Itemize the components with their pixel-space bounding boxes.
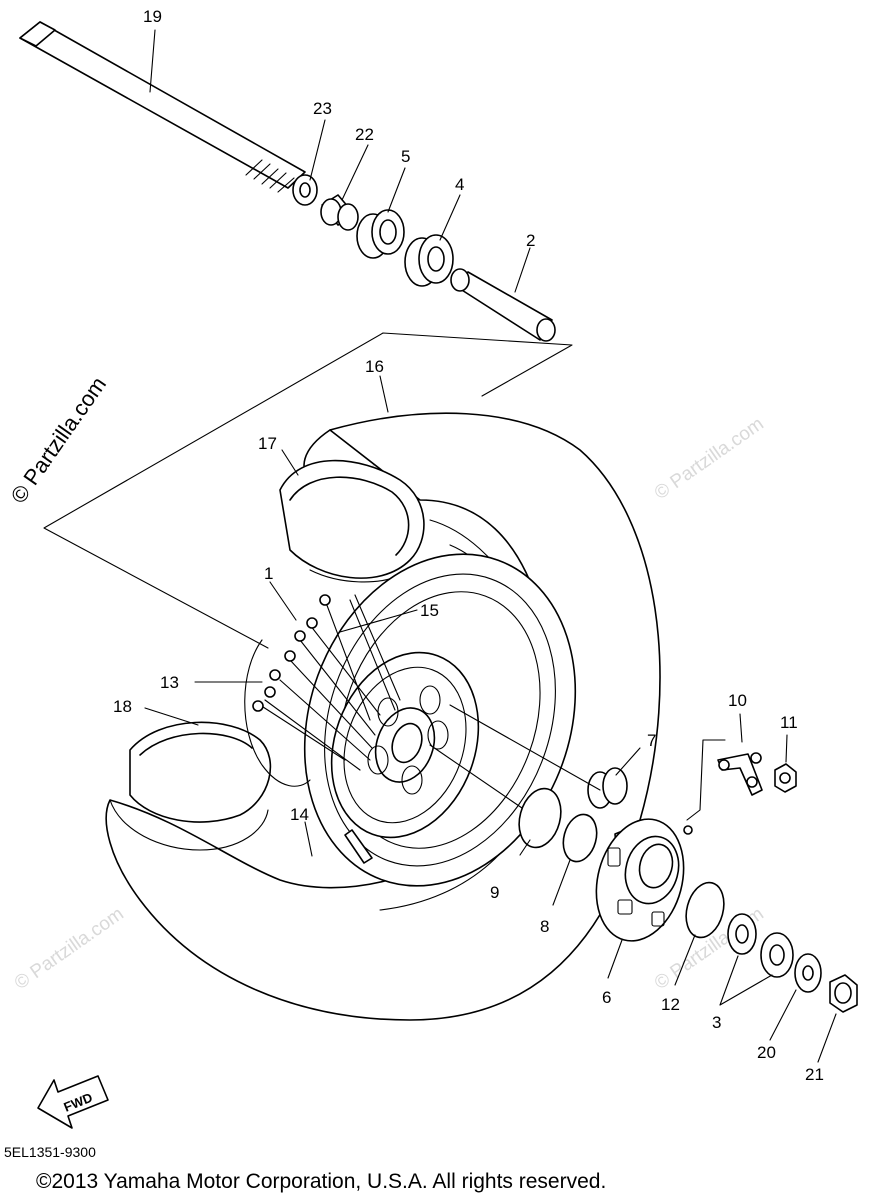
copyright-notice: ©2013 Yamaha Motor Corporation, U.S.A. A…	[36, 1170, 606, 1193]
callout-5: 5	[401, 147, 410, 166]
callout-10: 10	[728, 691, 747, 710]
callout-22: 22	[355, 125, 374, 144]
side-watermark: © Partzilla.com	[6, 372, 112, 508]
spacer	[450, 268, 556, 342]
leader-lines	[144, 29, 837, 1063]
callout-23: 23	[313, 99, 332, 118]
callout-6: 6	[602, 988, 611, 1007]
o-ring-8	[562, 813, 598, 863]
tube-upper	[279, 459, 425, 583]
watermark: © Partzilla.com	[11, 903, 128, 994]
callout-16: 16	[365, 357, 384, 376]
nut-11	[774, 763, 797, 793]
lock-washer	[717, 752, 763, 796]
callout-17: 17	[258, 434, 277, 453]
collar	[320, 194, 359, 231]
callout-21: 21	[805, 1065, 824, 1084]
washer-20	[794, 953, 822, 993]
callout-19: 19	[143, 7, 162, 26]
group-bracket	[43, 332, 573, 649]
callout-2: 2	[526, 231, 535, 250]
o-ring-9	[518, 787, 562, 849]
callout-15: 15	[420, 601, 439, 620]
callout-20: 20	[757, 1043, 776, 1062]
drawing-code: 5EL1351-9300	[4, 1144, 96, 1160]
callout-14: 14	[290, 805, 309, 824]
bearing-3	[727, 913, 794, 978]
bearing	[404, 234, 454, 287]
wheel-assembly	[244, 553, 577, 887]
bracket-10	[686, 739, 726, 821]
callout-12: 12	[661, 995, 680, 1014]
callout-13: 13	[160, 673, 179, 692]
watermark: © Partzilla.com	[651, 413, 768, 504]
o-ring-12	[685, 881, 725, 939]
callout-1: 1	[264, 564, 273, 583]
callout-3: 3	[712, 1013, 721, 1032]
callout-9: 9	[490, 883, 499, 902]
hub-plate	[595, 818, 693, 942]
callout-4: 4	[455, 175, 464, 194]
callout-18: 18	[113, 697, 132, 716]
callouts: 19 23 22 5 4 2 16 17 1 15 13 18 14 7 10 …	[113, 7, 824, 1084]
collar-washer	[292, 174, 318, 206]
oil-seal	[356, 209, 405, 259]
tube-lower	[109, 721, 272, 851]
callout-8: 8	[540, 917, 549, 936]
axle-nut	[829, 974, 858, 1013]
callout-11: 11	[780, 713, 798, 732]
callout-7: 7	[647, 731, 656, 750]
axle	[19, 21, 306, 193]
fwd-arrow-icon: FWD	[37, 1075, 109, 1129]
